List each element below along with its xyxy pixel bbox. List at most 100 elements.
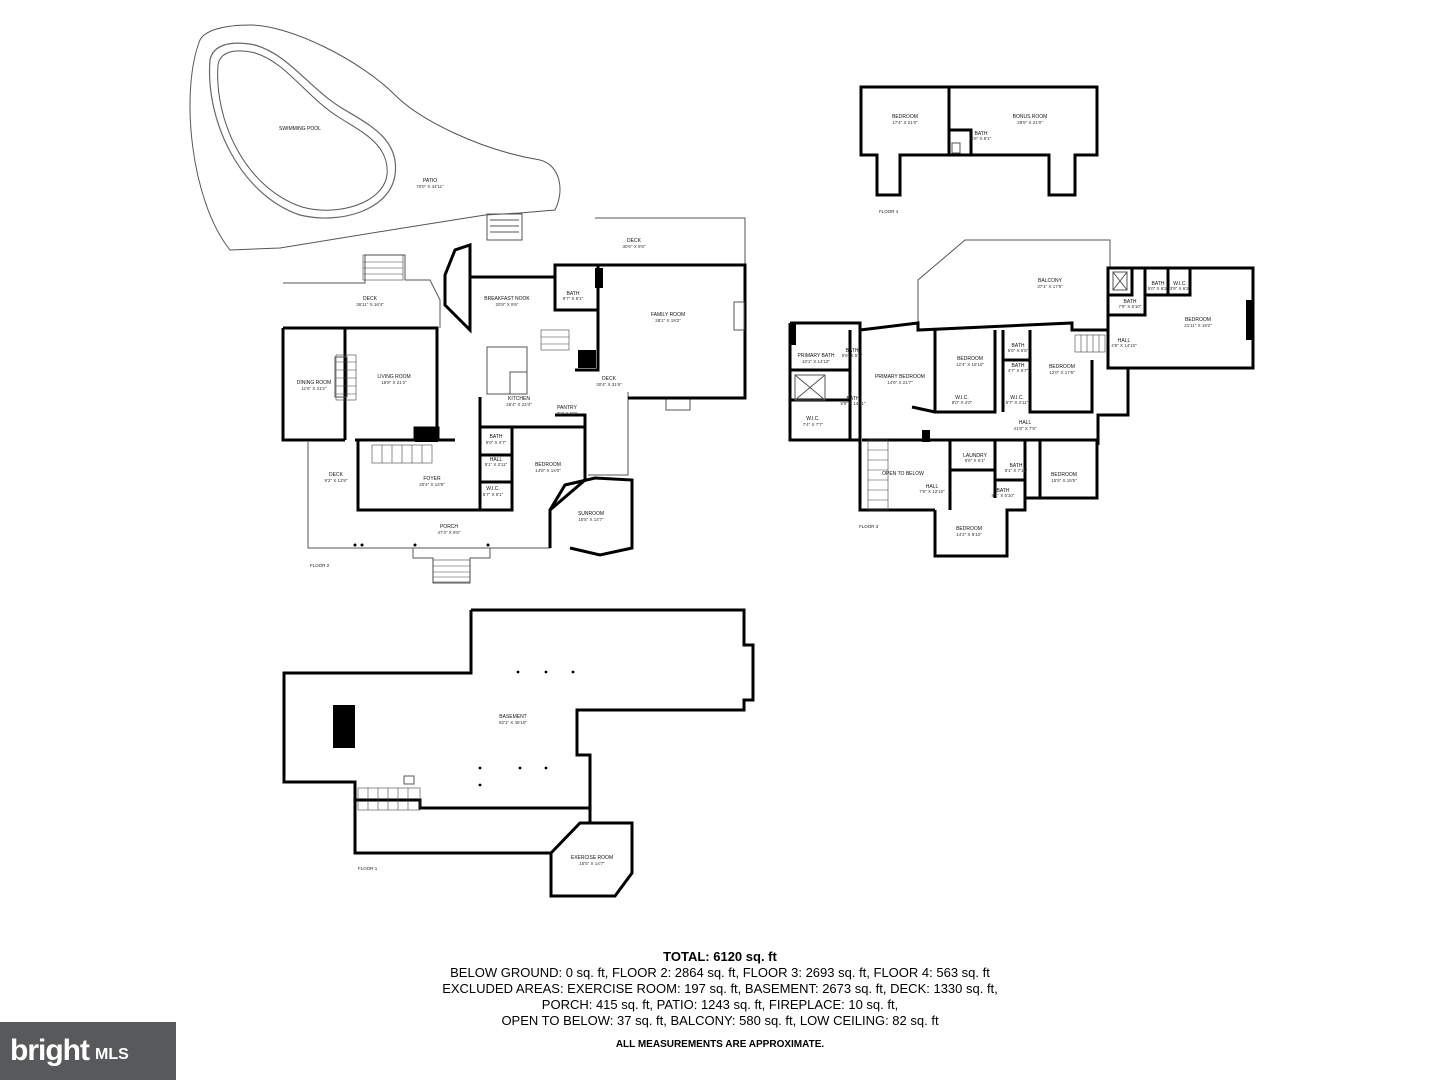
room-dim-f3-wic-m1: 8'0" X 4'0" — [952, 400, 973, 405]
room-label-f3-bath-m2: BATH — [1012, 363, 1025, 369]
room-dim-f3-bedroom-m2: 12'0" X 17'6" — [1049, 370, 1075, 375]
room-dim-f3-bath-v: 5'9" X 14'11" — [840, 401, 865, 406]
room-label-f3-wic-p: W.I.C. — [806, 416, 820, 422]
room-dim-hall-f2: 5'1" X 2'11" — [485, 462, 508, 467]
room-dim-exercise-room: 15'5" X 14'7" — [579, 861, 605, 866]
room-dim-f3-wic-p: 7'4" X 7'7" — [803, 422, 824, 427]
room-label-f3-wic-tr: W.I.C. — [1173, 281, 1187, 287]
room-dim-f4-bonus: 28'5" X 21'0" — [1017, 120, 1043, 125]
room-label-f3-hall-l: HALL — [926, 484, 939, 490]
logo-suffix: MLS — [94, 1046, 129, 1063]
room-dim-wic-f2: 5'7" X 5'1" — [483, 492, 504, 497]
room-label-breakfast-nook: BREAKFAST NOOK — [484, 296, 530, 302]
room-label-open-to-below: OPEN TO BELOW — [882, 471, 924, 477]
room-label-foyer: FOYER — [423, 476, 441, 482]
room-label-f3-bedroom-lr: BEDROOM — [1051, 472, 1077, 478]
room-dim-f3-wic-tr: 3'9" X 6'2" — [1170, 286, 1191, 291]
total-area: TOTAL: 6120 sq. ft — [663, 949, 777, 964]
room-label-f3-bath-p: BATH — [846, 348, 859, 354]
room-label-f4-bonus: BONUS ROOM — [1013, 114, 1048, 120]
summary-line-3: PORCH: 415 sq. ft, PATIO: 1243 sq. ft, F… — [541, 997, 899, 1012]
room-label-bath-f2: BATH — [490, 434, 503, 440]
room-label-basement: BASEMENT — [499, 714, 527, 720]
room-label-kitchen: KITCHEN — [508, 396, 530, 402]
room-label-deck-left: DECK — [363, 296, 378, 302]
room-label-deck-mid: DECK — [602, 376, 617, 382]
room-dim-f3-hall-r: 4'8" X 14'10" — [1111, 343, 1137, 348]
room-dim-bedroom-f2: 14'8" X 14'0" — [535, 468, 561, 473]
room-label-living-room: LIVING ROOM — [377, 374, 410, 380]
pool-area — [189, 24, 561, 251]
room-label-pantry: PANTRY — [557, 405, 577, 411]
room-label-f3-hall-m: HALL — [1019, 420, 1032, 426]
room-dim-deck-mid: 30'4" X 31'6" — [596, 382, 622, 387]
room-label-balcony: BALCONY — [1038, 278, 1063, 284]
room-label-family-room: FAMILY ROOM — [651, 312, 685, 318]
room-dim-basement: 92'1" X 45'10" — [499, 720, 527, 725]
floor-1-label: FLOOR 1 — [358, 866, 378, 871]
room-label-f3-bedroom-m: BEDROOM — [957, 356, 983, 362]
room-dim-breakfast-nook: 20'8" X 9'6" — [496, 302, 519, 307]
room-label-f4-bedroom: BEDROOM — [892, 114, 918, 120]
room-label-primary-bath: PRIMARY BATH — [798, 353, 835, 359]
room-dim-dining-room: 11'6" X 21'2" — [301, 386, 326, 391]
room-label-f3-bath-l1: BATH — [1010, 463, 1023, 469]
room-dim-family-room: 28'1" X 19'2" — [655, 318, 681, 323]
area-summary: TOTAL: 6120 sq. ft BELOW GROUND: 0 sq. f… — [0, 948, 1440, 1050]
floor-4-plan — [859, 85, 1099, 197]
room-label-f3-bedroom-tr: BEDROOM — [1185, 317, 1211, 323]
room-label-swimming-pool: SWIMMING POOL — [279, 126, 321, 132]
room-dim-f3-hall-m: 41'8" X 7'9" — [1014, 426, 1037, 431]
room-dim-f3-wic-m2: 5'7" X 4'11" — [1006, 400, 1029, 405]
room-dim-pantry: 3'2" X 9'0" — [557, 411, 578, 416]
room-label-f3-wic-m1: W.I.C. — [955, 395, 969, 401]
room-dim-f3-bedroom-b: 14'2" X 9'10" — [956, 532, 982, 537]
room-label-primary-bedroom: PRIMARY BEDROOM — [875, 374, 925, 380]
room-label-f3-bedroom-m2: BEDROOM — [1049, 364, 1075, 370]
room-dim-f3-bath-tr2: 5'0" X 6'2" — [1148, 286, 1169, 291]
room-label-deck-small: DECK — [329, 472, 344, 478]
logo-wordmark: bright — [10, 1034, 90, 1067]
room-label-f3-wic-m2: W.I.C. — [1010, 395, 1024, 401]
summary-line-2: EXCLUDED AREAS: EXERCISE ROOM: 197 sq. f… — [442, 981, 998, 996]
room-label-patio: PATIO — [423, 178, 437, 184]
room-dim-foyer: 20'4" X 12'8" — [419, 482, 445, 487]
floor-3-label: FLOOR 3 — [859, 524, 879, 529]
room-dim-bath-f2: 9'0" X 4'7" — [486, 440, 507, 445]
room-dim-deck-small: 9'2" X 12'8" — [325, 478, 348, 483]
room-dim-deck-left: 36'11" X 16'4" — [356, 302, 384, 307]
room-dim-f3-bath-l1: 8'1" X 7'11" — [1005, 468, 1028, 473]
room-dim-f4-bedroom: 17'4" X 21'0" — [892, 120, 918, 125]
room-label-f3-bath-l2: BATH — [997, 488, 1010, 494]
room-label-laundry: LAUNDRY — [963, 453, 987, 459]
room-label-f3-bath-tr2: BATH — [1152, 281, 1165, 287]
room-dim-primary-bedroom: 14'9" X 21'7" — [887, 380, 913, 385]
floor-1-plan — [282, 608, 755, 898]
room-dim-sunroom: 15'5" X 14'7" — [578, 517, 604, 522]
room-dim-f3-bedroom-m: 12'4" X 15'10" — [956, 362, 984, 367]
room-dim-f3-bedroom-tr: 21'11" X 19'2" — [1184, 323, 1212, 328]
room-label-porch: PORCH — [440, 524, 458, 530]
room-dim-f3-bath-l2: 8'1" X 5'10" — [992, 493, 1015, 498]
room-label-exercise-room: EXERCISE ROOM — [571, 855, 613, 861]
room-label-bath-f2-top: BATH — [567, 291, 580, 297]
room-dim-f3-hall-l: 7'5" X 12'10" — [919, 489, 945, 494]
room-label-f3-bath-m1: BATH — [1012, 343, 1025, 349]
room-dim-f3-bath-tr: 7'9" X 6'10" — [1119, 304, 1142, 309]
room-dim-f3-bath-m1: 5'6" X 5'5" — [1008, 348, 1029, 353]
room-label-deck-upper: DECK — [627, 238, 642, 244]
bright-mls-logo: bright MLS — [0, 1022, 176, 1080]
room-label-f4-bath: BATH — [975, 131, 988, 137]
summary-line-1: BELOW GROUND: 0 sq. ft, FLOOR 2: 2864 sq… — [450, 965, 990, 980]
room-dim-living-room: 18'8" X 21'2" — [381, 380, 407, 385]
floor-2-label: FLOOR 2 — [310, 563, 330, 568]
room-dim-porch: 47'4" X 9'6" — [438, 530, 461, 535]
room-label-dining-room: DINING ROOM — [297, 380, 331, 386]
room-dim-balcony: 37'1" X 17'6" — [1037, 284, 1063, 289]
room-label-hall-f2: HALL — [490, 457, 503, 463]
room-dim-f3-bath-m2: 4'7" X 5'7" — [1008, 368, 1029, 373]
room-label-bedroom-f2: BEDROOM — [535, 462, 561, 468]
room-label-f3-bath-v: BATH — [847, 396, 860, 402]
room-dim-f3-bedroom-lr: 15'5" X 15'5" — [1051, 478, 1077, 483]
